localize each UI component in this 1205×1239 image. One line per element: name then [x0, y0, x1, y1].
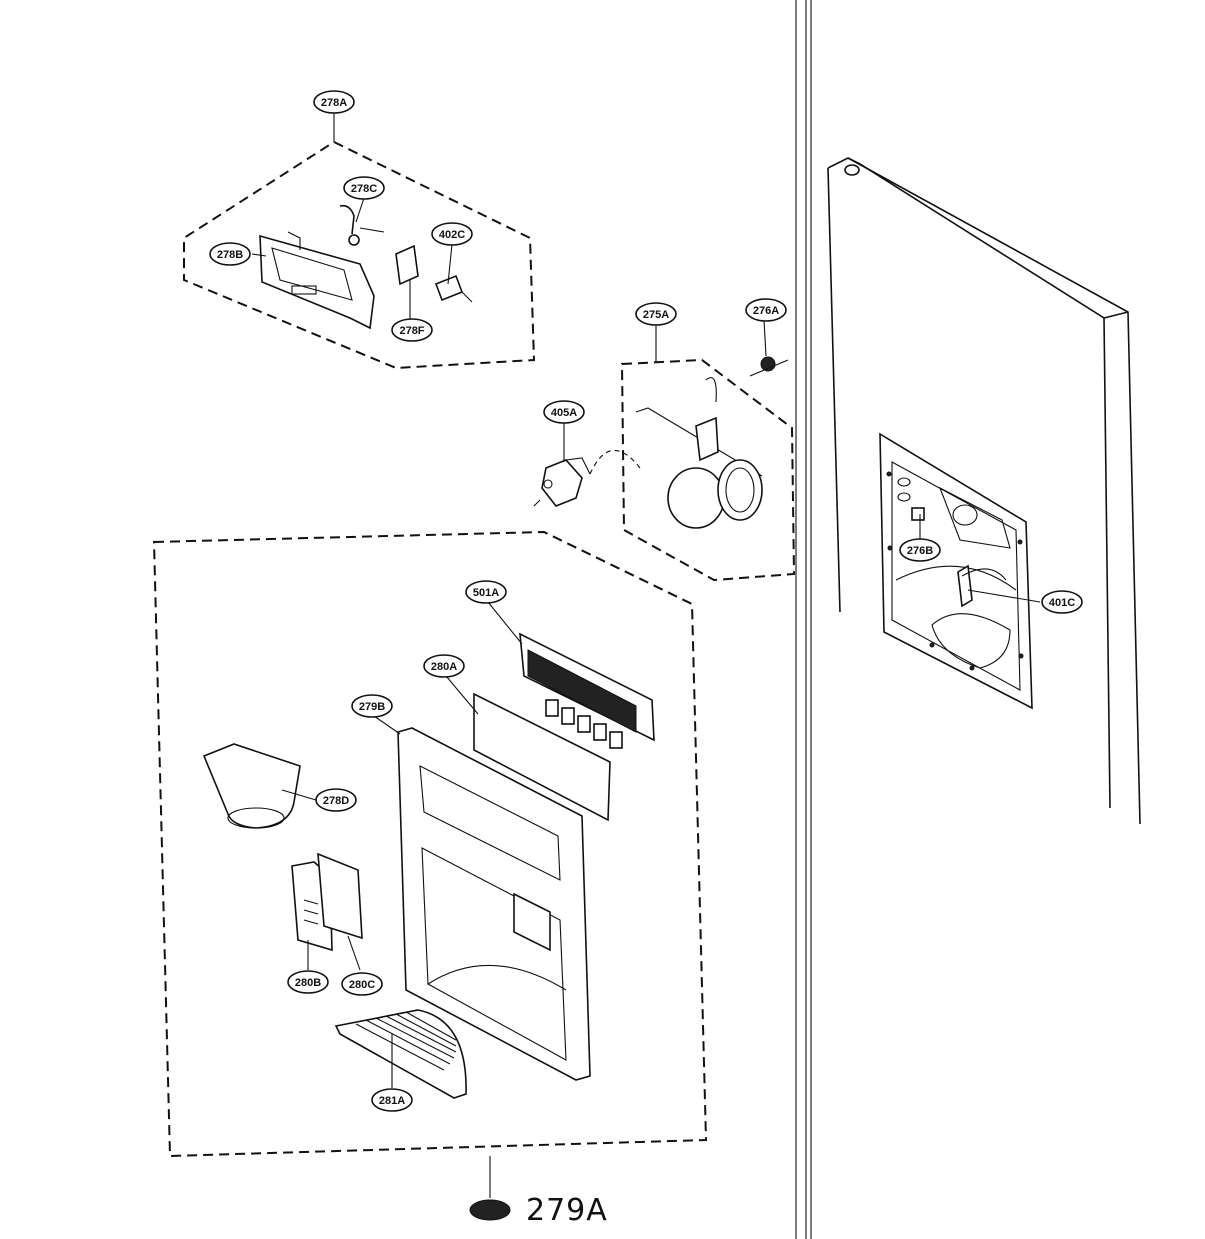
lever-part [339, 204, 385, 246]
svg-text:280B: 280B [295, 977, 321, 989]
solenoid-part [533, 449, 641, 507]
group-279A-outline [152, 530, 708, 1158]
lamp-bulb [957, 564, 1007, 608]
motor-mechanism [635, 377, 763, 529]
svg-text:402C: 402C [439, 229, 465, 241]
callout-405A: 405A [543, 400, 585, 424]
callout-276B: 276B [899, 538, 941, 562]
drip-tray [334, 1009, 467, 1099]
svg-text:278B: 278B [217, 249, 243, 261]
leader-lines [251, 112, 1041, 1198]
callout-281A: 281A [371, 1088, 413, 1112]
refrigerator-door-panel [827, 157, 1141, 825]
control-board [519, 632, 655, 749]
callout-278B: 278B [209, 242, 251, 266]
switch-part [434, 274, 473, 303]
svg-text:501A: 501A [473, 587, 499, 599]
callout-279A-handwritten: 279A [469, 1193, 608, 1228]
svg-text:280A: 280A [431, 661, 457, 673]
actuator-housing [259, 231, 375, 330]
decoration-plate [473, 692, 611, 822]
svg-text:401C: 401C [1049, 597, 1075, 609]
lamp-cover-frame [317, 852, 363, 940]
svg-text:276B: 276B [907, 545, 933, 557]
callout-278C: 278C [343, 176, 385, 200]
svg-text:278C: 278C [351, 183, 377, 195]
group-275A-outline [620, 358, 796, 582]
callout-280B: 280B [287, 970, 329, 994]
callout-401C: 401C [1041, 590, 1083, 614]
ice-chute-funnel [202, 743, 301, 829]
insulator-plate [395, 244, 419, 286]
callout-276A: 276A [745, 298, 787, 322]
svg-text:280C: 280C [349, 979, 375, 991]
spring-part [749, 356, 789, 377]
callout-278A: 278A [313, 90, 355, 114]
dispenser-recess-housing [879, 432, 1033, 710]
svg-text:281A: 281A [379, 1095, 405, 1107]
callout-501A: 501A [465, 580, 507, 604]
dispenser-cover-frame [397, 727, 591, 1081]
svg-text:278F: 278F [399, 325, 424, 337]
callout-402C: 402C [431, 222, 473, 246]
callout-279B: 279B [351, 694, 393, 718]
door-edge-lines [795, 0, 812, 1239]
svg-text:278A: 278A [321, 97, 347, 109]
callout-280A: 280A [423, 654, 465, 678]
callout-275A: 275A [635, 302, 677, 326]
svg-text:276A: 276A [753, 305, 779, 317]
svg-text:405A: 405A [551, 407, 577, 419]
callout-280C: 280C [341, 972, 383, 996]
svg-text:279A: 279A [526, 1193, 608, 1228]
callout-278F: 278F [391, 318, 433, 342]
svg-text:279B: 279B [359, 701, 385, 713]
svg-text:275A: 275A [643, 309, 669, 321]
svg-text:278D: 278D [323, 795, 349, 807]
callout-278D: 278D [315, 788, 357, 812]
